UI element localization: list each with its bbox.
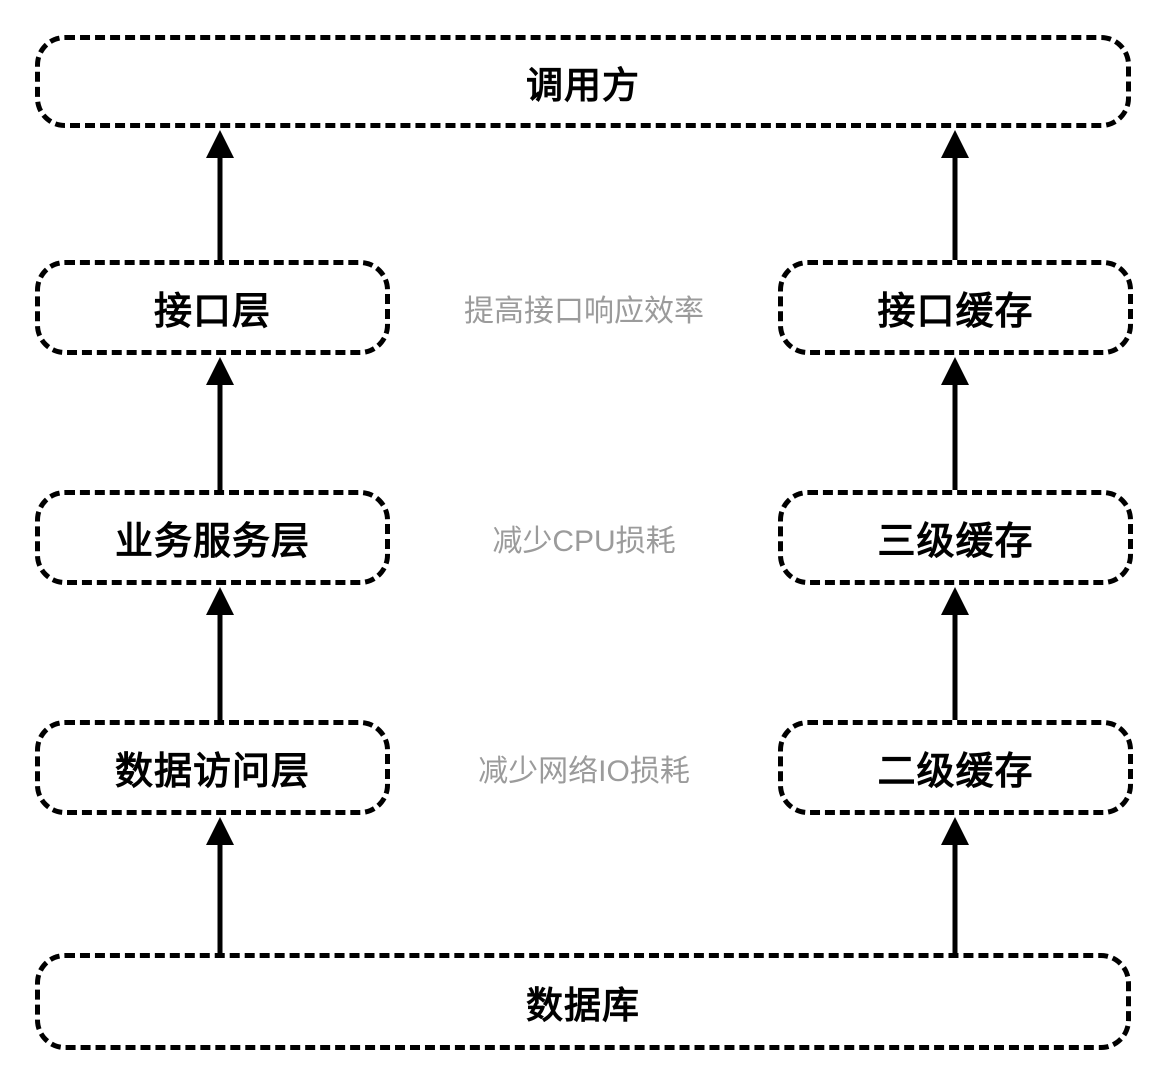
arrow-shaft — [217, 839, 223, 953]
arrow-up-database-to-dataaccess — [206, 817, 234, 953]
arrow-up-database-to-l2cache — [941, 817, 969, 953]
arrow-up-interfacecache-to-caller — [941, 130, 969, 260]
arrow-up-interface-to-caller — [206, 130, 234, 260]
node-interface-layer-label: 接口层 — [153, 291, 271, 333]
arrow-up-dataaccess-to-service — [206, 587, 234, 720]
annotation-interface-response: 提高接口响应效率 — [464, 294, 704, 328]
node-business-service-layer-label: 业务服务层 — [114, 521, 310, 563]
annotation-network-io-cost: 减少网络IO损耗 — [478, 754, 690, 788]
node-data-access-layer-label: 数据访问层 — [114, 751, 310, 793]
node-level2-cache-label: 二级缓存 — [877, 751, 1034, 793]
node-caller-label: 调用方 — [526, 64, 640, 106]
arrow-up-l2cache-to-l3cache — [941, 587, 969, 720]
arrow-shaft — [217, 609, 223, 720]
node-database: 数据库 — [35, 953, 1131, 1050]
node-interface-cache: 接口缓存 — [778, 260, 1133, 355]
arrow-shaft — [217, 152, 223, 260]
node-level2-cache: 二级缓存 — [778, 720, 1133, 815]
node-database-label: 数据库 — [526, 984, 640, 1026]
arrow-shaft — [952, 152, 958, 260]
node-interface-cache-label: 接口缓存 — [877, 291, 1034, 333]
annotation-cpu-cost: 减少CPU损耗 — [492, 524, 676, 558]
arrow-shaft — [217, 379, 223, 490]
arrow-shaft — [952, 379, 958, 490]
arrow-shaft — [952, 839, 958, 953]
arrow-up-l3cache-to-interfacecache — [941, 357, 969, 490]
node-level3-cache: 三级缓存 — [778, 490, 1133, 585]
node-interface-layer: 接口层 — [35, 260, 390, 355]
node-business-service-layer: 业务服务层 — [35, 490, 390, 585]
arrow-up-service-to-interface — [206, 357, 234, 490]
node-level3-cache-label: 三级缓存 — [877, 521, 1034, 563]
node-caller: 调用方 — [35, 35, 1131, 128]
node-data-access-layer: 数据访问层 — [35, 720, 390, 815]
arrow-shaft — [952, 609, 958, 720]
